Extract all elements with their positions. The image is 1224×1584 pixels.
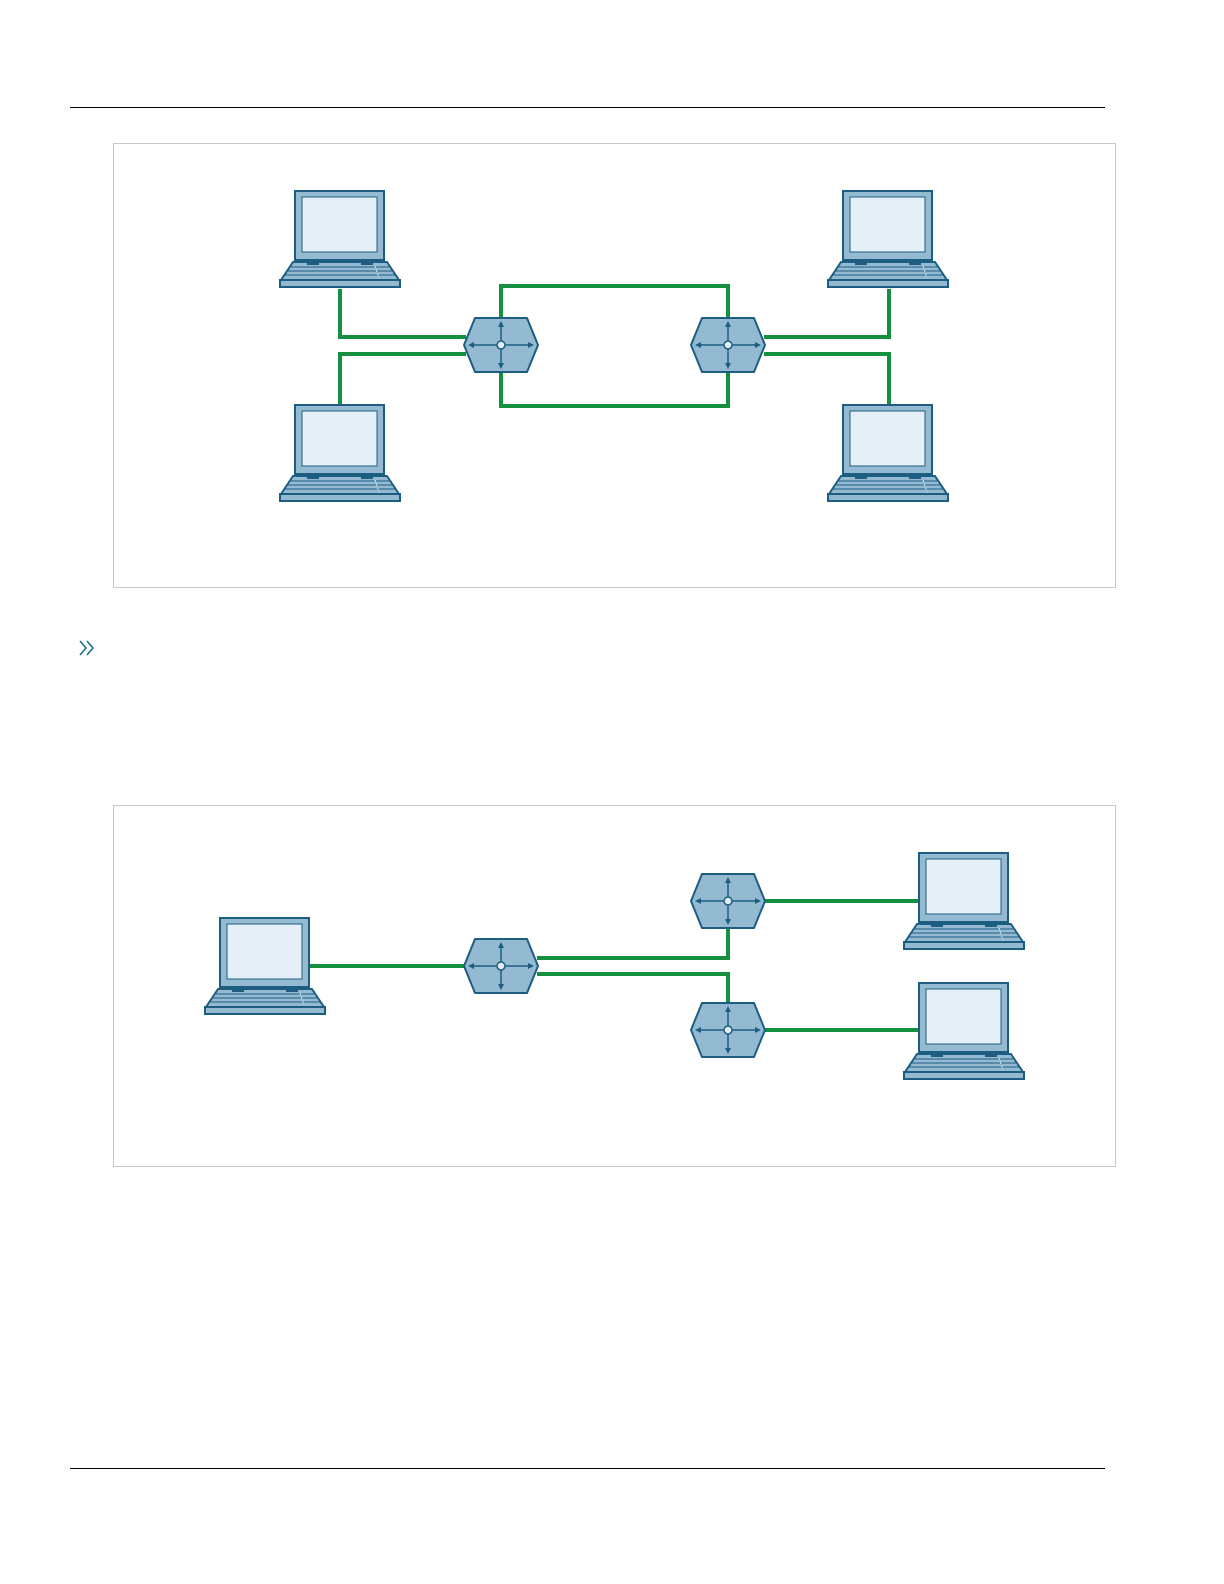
figure-redundant-topology: [113, 143, 1116, 588]
link-switch-root-to-switch-branch-top: [537, 928, 728, 958]
header-rule: [70, 107, 1105, 108]
switch-a-icon: [464, 318, 538, 372]
link-ring-top: [501, 286, 728, 319]
link-bottom-left-laptop-to-switch-a: [340, 354, 466, 406]
double-chevron-right-icon: [76, 636, 98, 660]
link-switch-b-to-bottom-right-laptop: [764, 354, 889, 406]
laptop-top-left-icon: [280, 191, 400, 287]
tree-topology-diagram: [114, 806, 1115, 1166]
switch-branch-top-icon: [691, 874, 765, 928]
footer-rule: [70, 1468, 1105, 1469]
switch-b-icon: [691, 318, 765, 372]
link-top-left-laptop-to-switch-a: [340, 289, 466, 337]
link-ring-bottom: [501, 372, 728, 406]
link-switch-b-to-top-right-laptop: [764, 289, 889, 337]
link-switch-root-to-switch-branch-bottom: [537, 974, 728, 1004]
laptop-top-right-icon: [828, 191, 948, 287]
figure-tree-topology: [113, 805, 1116, 1167]
switch-root-icon: [464, 939, 538, 993]
switch-branch-bottom-icon: [691, 1003, 765, 1057]
laptop-left-icon: [205, 918, 325, 1014]
laptop-right-bottom-icon: [904, 983, 1024, 1079]
redundant-topology-diagram: [114, 144, 1115, 587]
laptop-bottom-left-icon: [280, 405, 400, 501]
laptop-bottom-right-icon: [828, 405, 948, 501]
laptop-right-top-icon: [904, 853, 1024, 949]
